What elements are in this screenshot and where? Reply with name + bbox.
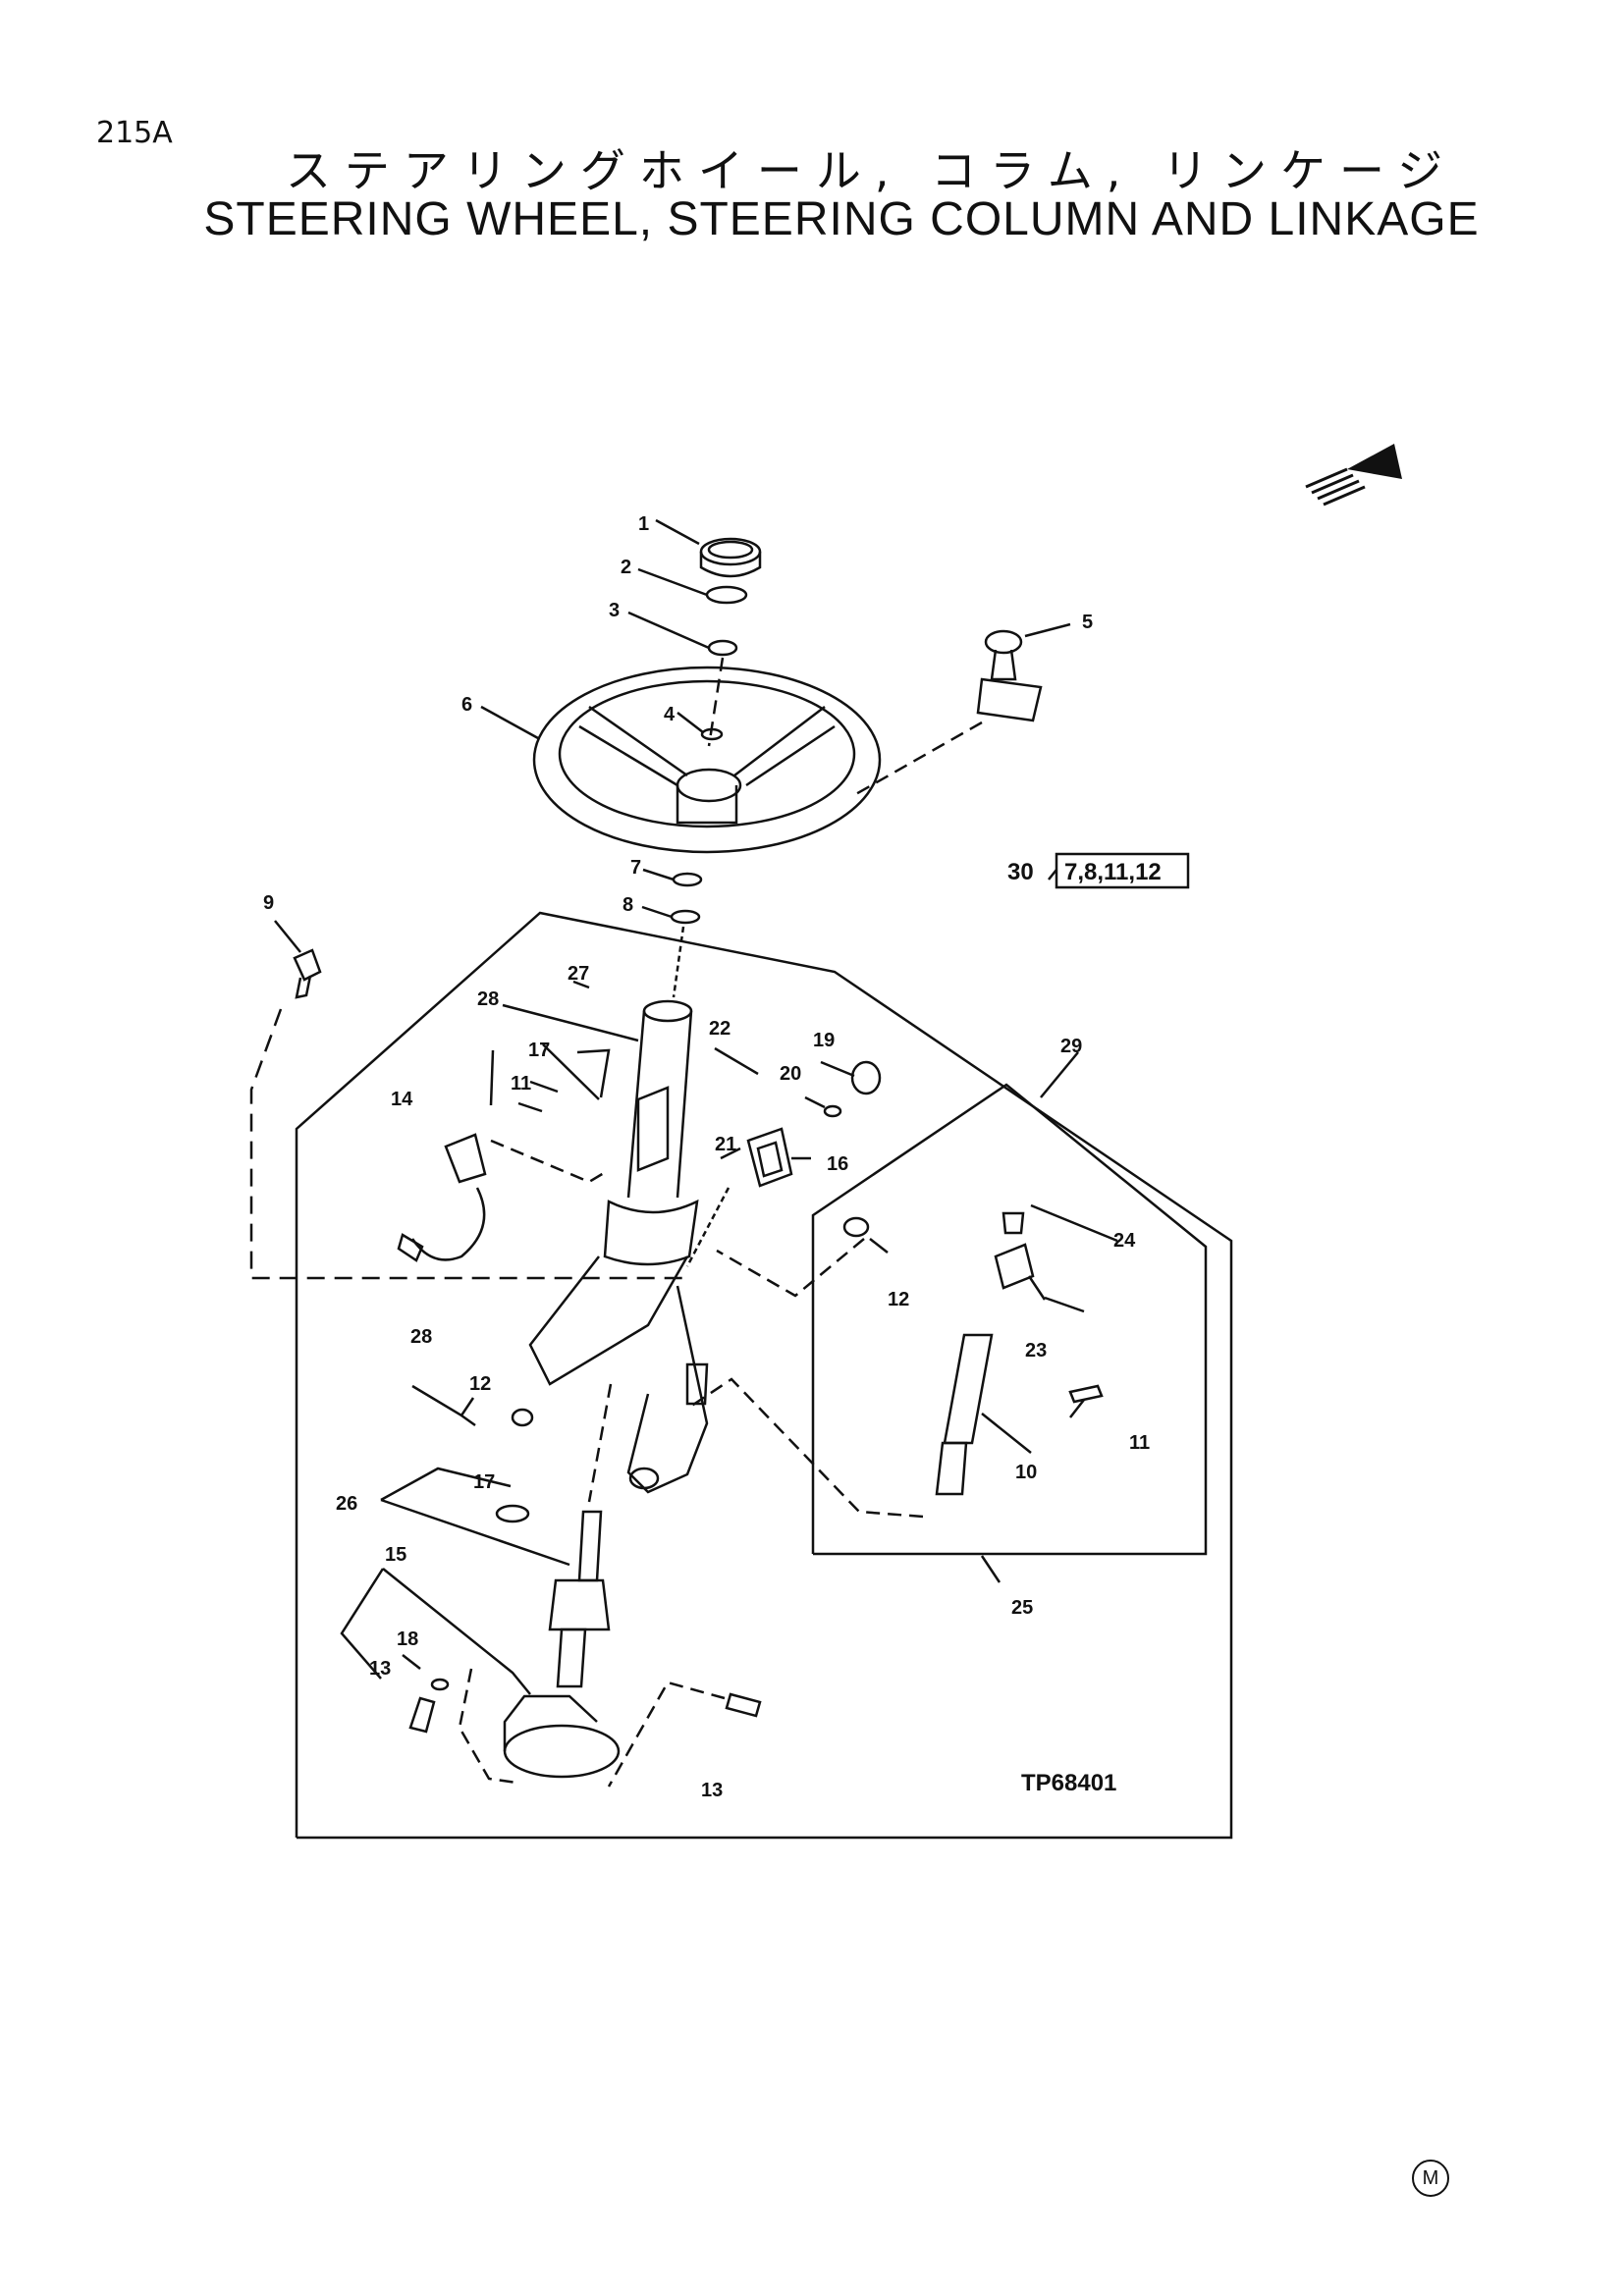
callout-19: 19 (813, 1030, 835, 1051)
steering-column-part (528, 999, 709, 1494)
figure-id: TP68401 (1021, 1770, 1116, 1796)
callout-17b: 17 (473, 1471, 495, 1493)
steering-wheel-part (532, 666, 882, 854)
callout-9: 9 (263, 892, 274, 914)
callout-1: 1 (638, 513, 649, 535)
page-number: 215A (96, 116, 173, 150)
callout-20: 20 (780, 1063, 801, 1085)
clip-part-17b (495, 1504, 530, 1523)
pin-part-11b (1068, 1384, 1104, 1404)
callout-6: 6 (461, 694, 472, 716)
callout-27: 27 (568, 963, 589, 985)
reference-group-box: 30 7,8,11,12 (1007, 852, 1190, 889)
callout-16: 16 (827, 1153, 848, 1175)
callout-11b: 11 (1129, 1432, 1150, 1454)
callout-2: 2 (621, 557, 631, 578)
callout-7: 7 (630, 857, 641, 879)
callout-14: 14 (391, 1089, 413, 1110)
callout-26: 26 (336, 1493, 357, 1515)
washer-part-8 (670, 909, 701, 925)
callout-12b: 12 (888, 1289, 909, 1310)
nut-part-4 (700, 727, 724, 741)
washer-part-18 (430, 1678, 450, 1691)
callout-10: 10 (1015, 1462, 1037, 1483)
horn-cap-part (699, 537, 762, 578)
callout-17a: 17 (528, 1040, 550, 1061)
direction-arrow-icon (1305, 444, 1402, 507)
switch-bracket-part (397, 1133, 487, 1262)
nut-part-20 (823, 1104, 842, 1118)
assembly-outline-25 (811, 1083, 1208, 1556)
callout-22: 22 (709, 1018, 731, 1040)
assembly-outline-29 (295, 911, 1233, 1840)
washer-part-2 (705, 585, 748, 605)
pin-part-23 (1044, 1296, 1085, 1313)
callout-3: 3 (609, 600, 620, 621)
callout-18: 18 (397, 1629, 418, 1650)
callout-12a: 12 (469, 1373, 491, 1395)
ref-group-number: 30 (1007, 859, 1034, 885)
callout-24: 24 (1113, 1230, 1136, 1252)
callout-8: 8 (623, 894, 633, 916)
callout-4: 4 (664, 704, 676, 725)
bolt-part-13a (408, 1696, 436, 1734)
callout-13a: 13 (369, 1658, 391, 1680)
ref-group-items: 7,8,11,12 (1064, 859, 1162, 885)
corner-mark: M (1412, 2160, 1449, 2197)
bulb-part-19 (850, 1060, 882, 1095)
switch-part (746, 1127, 793, 1188)
callout-25: 25 (1011, 1597, 1033, 1619)
callout-15: 15 (385, 1544, 406, 1566)
lower-shaft-part (548, 1510, 611, 1688)
base-plate-part (503, 1694, 621, 1779)
washer-part-7 (672, 872, 703, 887)
callout-29: 29 (1060, 1036, 1082, 1057)
callout-13b: 13 (701, 1780, 723, 1801)
callout-28b: 28 (410, 1326, 432, 1348)
nut-part-3 (707, 639, 738, 657)
callout-23: 23 (1025, 1340, 1047, 1362)
knob-part (976, 629, 1043, 722)
title-english: STEERING WHEEL, STEERING COLUMN AND LINK… (203, 193, 1480, 245)
callout-21: 21 (715, 1134, 736, 1155)
callout-11a: 11 (511, 1073, 531, 1095)
callout-5: 5 (1082, 612, 1093, 633)
gas-strut-part (935, 1211, 1035, 1496)
bolt-part-12b (842, 1216, 870, 1238)
bolt-part-12a (511, 1408, 534, 1427)
bolt-part-9 (293, 948, 322, 999)
bolt-part-13b (725, 1692, 762, 1718)
callout-28a: 28 (477, 988, 499, 1010)
title-japanese: ステアリングホイール, コラム, リンケージ (285, 144, 1457, 197)
